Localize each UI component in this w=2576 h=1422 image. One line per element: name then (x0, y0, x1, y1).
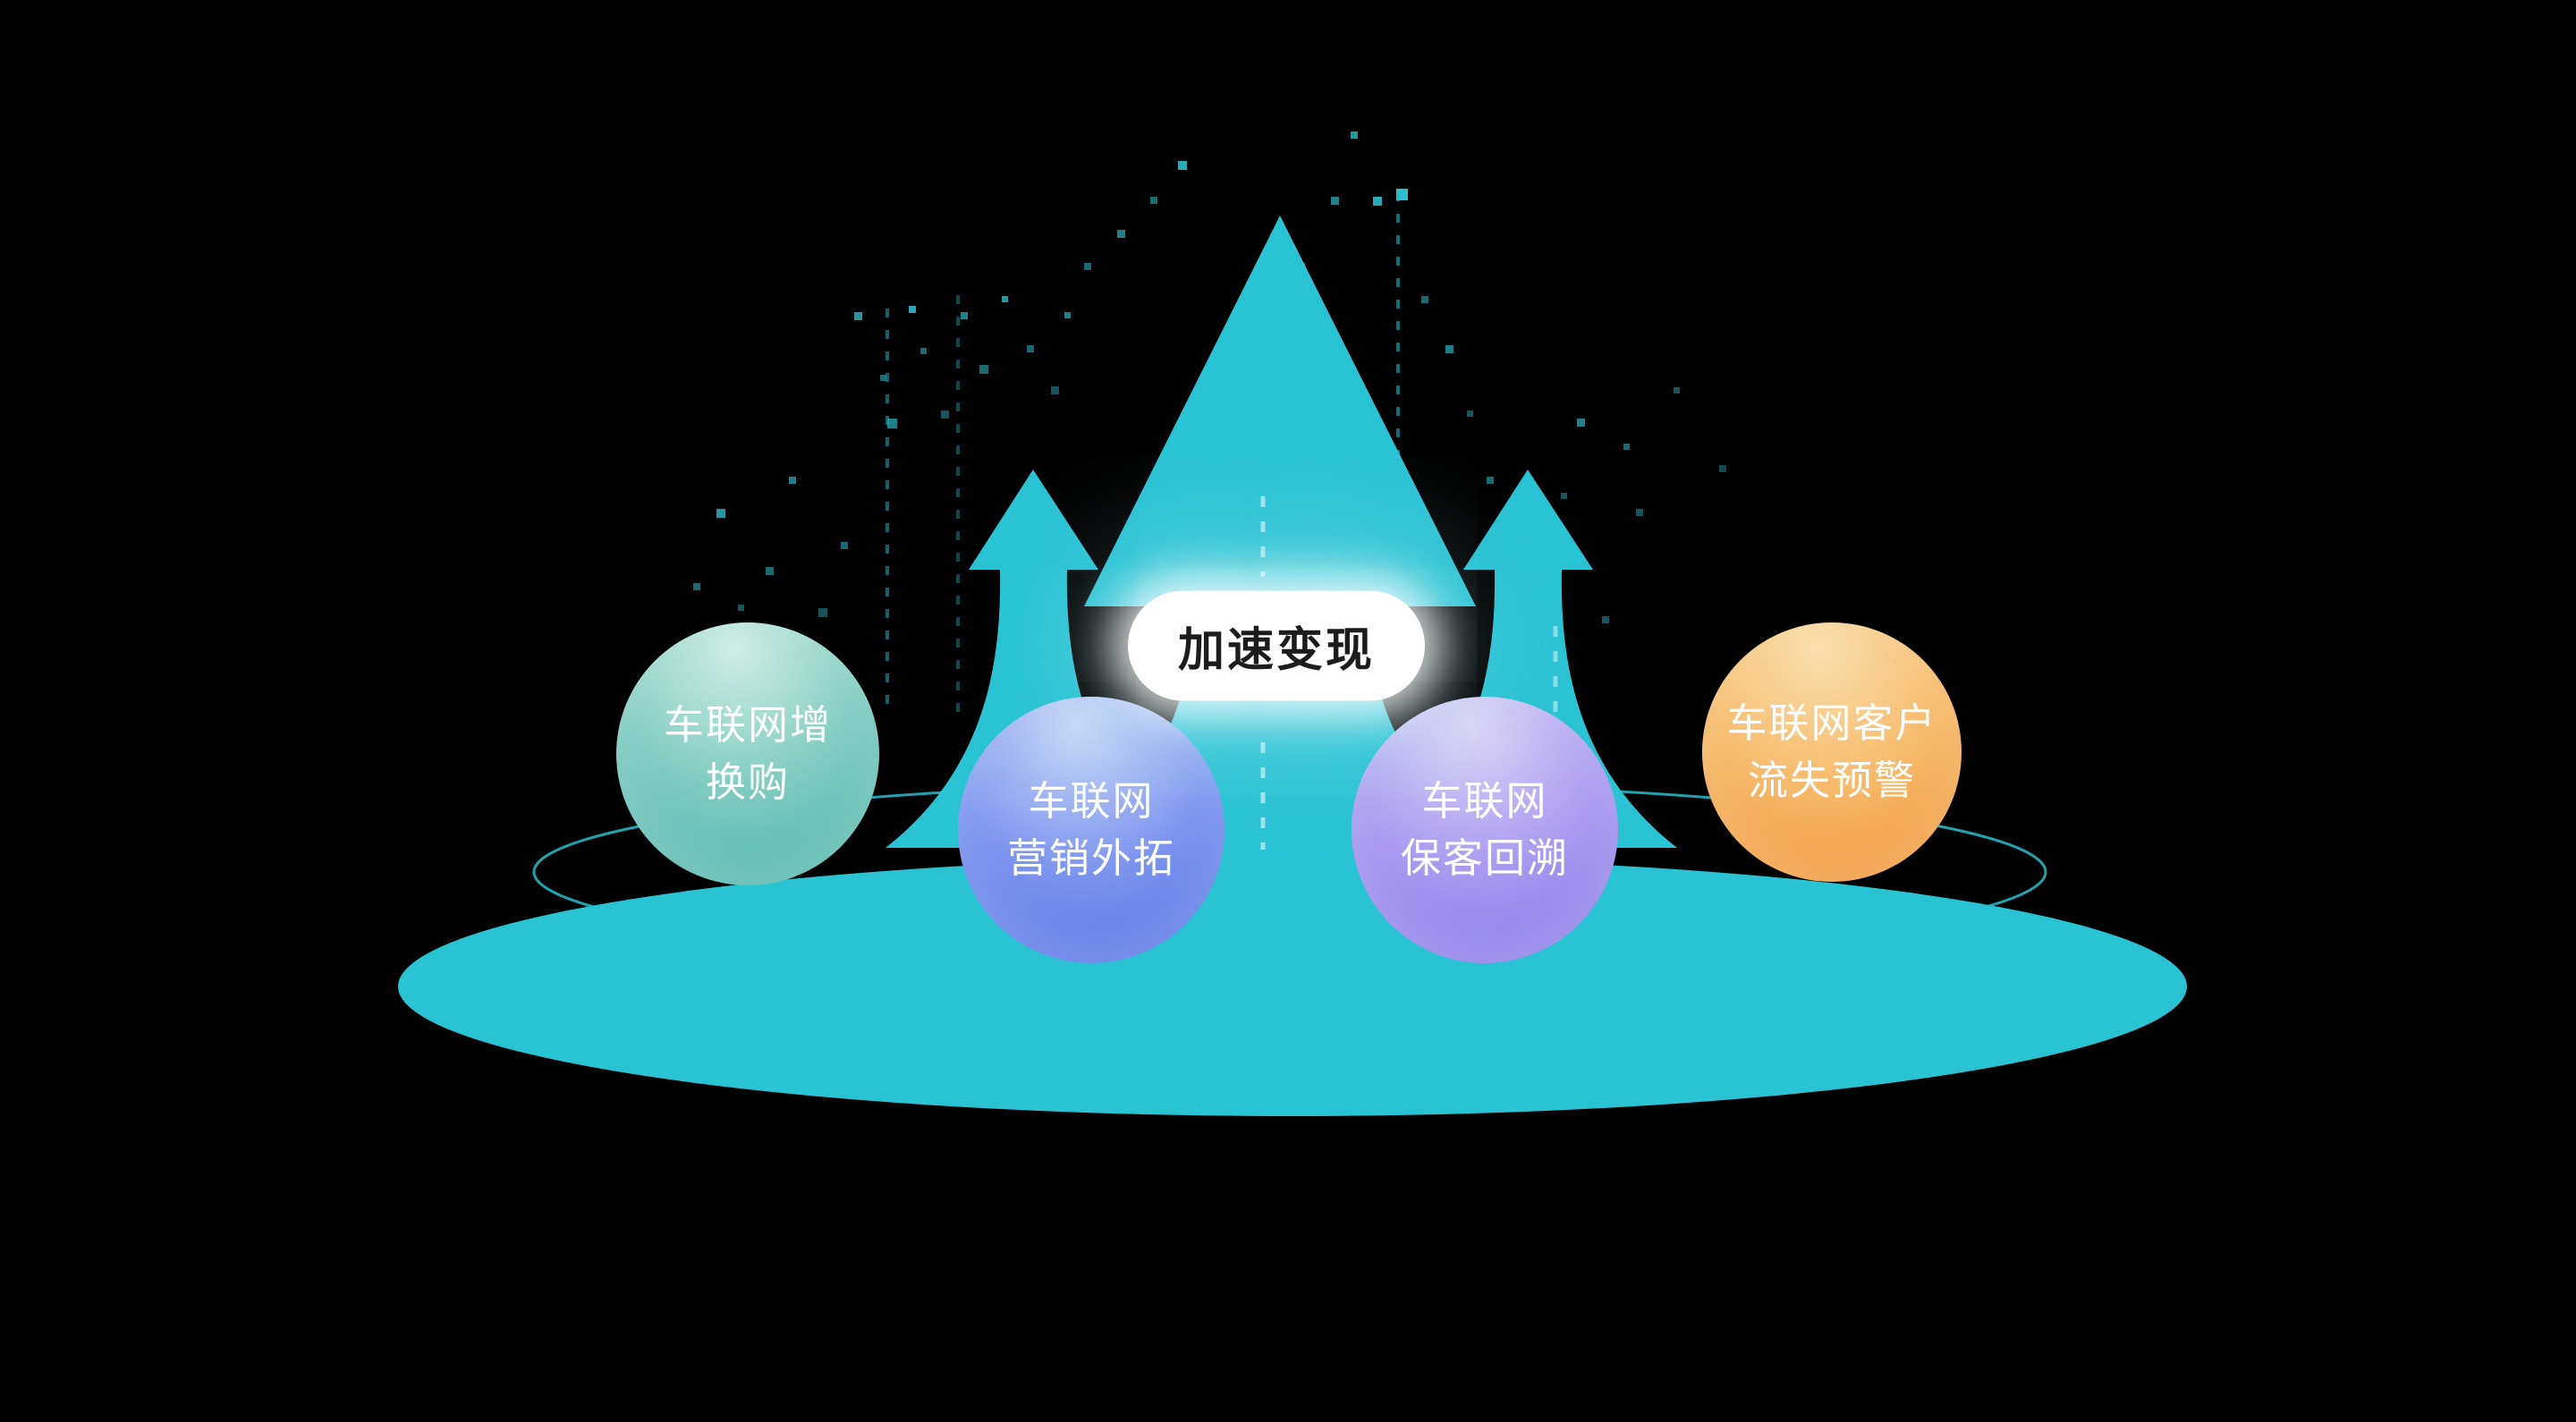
right-growth-arrow (1377, 470, 1677, 848)
bubble-text-line: 换购 (705, 759, 790, 805)
accelerate-monetization-label: 加速变现 (1127, 590, 1426, 701)
center-growth-arrow (917, 216, 1650, 885)
bubble-text-line: 车联网 (1421, 778, 1548, 825)
bubble-telematics-churn: 车联网客户 流失预警 (1702, 622, 1962, 882)
bubble-text-line: 车联网客户 (1726, 700, 1937, 747)
bubble-telematics-marketing: 车联网 营销外拓 (958, 697, 1224, 963)
bubble-text-line: 流失预警 (1747, 758, 1916, 803)
bubble-telematics-retention: 车联网 保客回溯 (1352, 697, 1618, 963)
bubble-text-line: 营销外拓 (1006, 835, 1175, 881)
arrow-dash-marks (1260, 496, 1558, 850)
bubble-telematics-trade-in: 车联网增 换购 (616, 622, 879, 885)
bubble-text-line: 车联网增 (663, 702, 832, 749)
bubble-text-line: 车联网 (1028, 778, 1155, 825)
bubble-text-line: 保客回溯 (1400, 835, 1569, 881)
platform-ellipse (398, 857, 2187, 1116)
left-growth-arrow (886, 470, 1185, 848)
